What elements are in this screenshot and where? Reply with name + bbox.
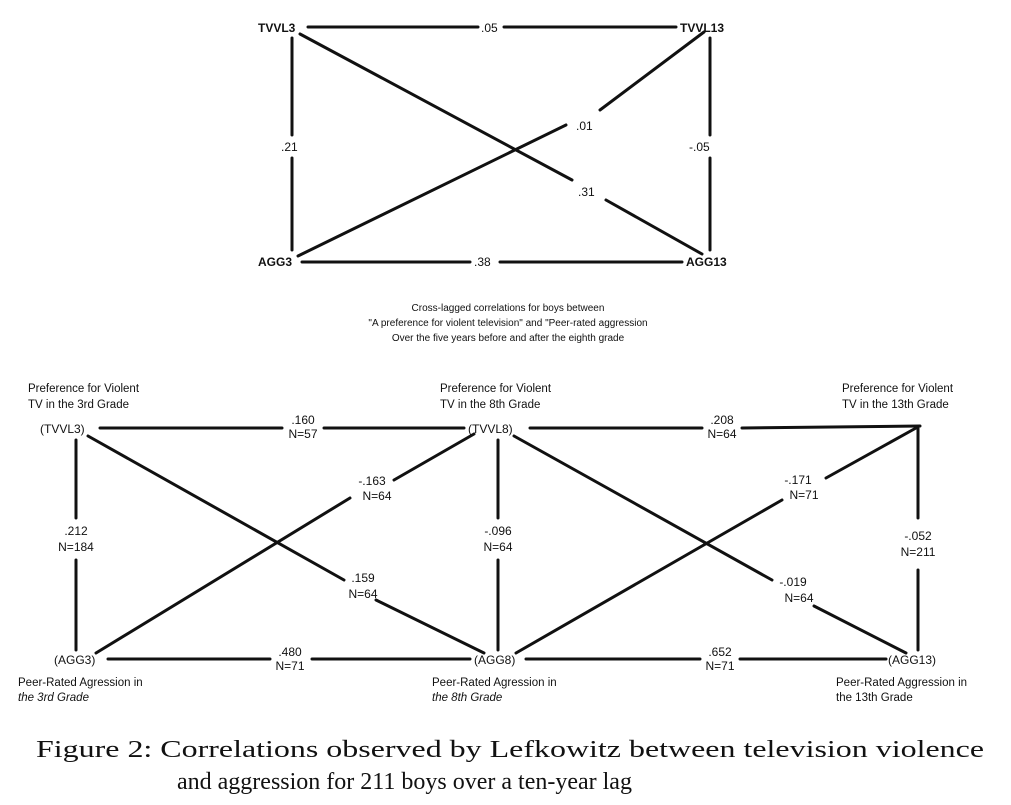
edge-agg8-tvvl13 [824, 426, 918, 480]
edge-r-value: -.163 [358, 474, 386, 488]
edge-n-value: N=64 [483, 540, 512, 554]
top-diagram-caption: Cross-lagged correlations for boys betwe… [368, 303, 647, 344]
edge-r-value: .160 [291, 413, 315, 427]
node-description: TV in the 13th Grade [842, 399, 949, 411]
node-code: (AGG8) [474, 653, 515, 667]
top-cross-lag-diagram [290, 25, 712, 264]
node-description: Preference for Violent [842, 383, 954, 395]
edge-n-value: N=64 [707, 427, 736, 441]
caption-line: "A preference for violent television" an… [368, 318, 647, 329]
node-code: (TVVL8) [468, 422, 513, 436]
node-description: TV in the 3rd Grade [28, 399, 129, 411]
coef-agg3-agg13: .38 [474, 255, 491, 269]
figure-caption: Figure 2: Correlations observed by Lefko… [36, 737, 984, 795]
edge-label-tvvl8-agg8: -.096 N=64 [483, 524, 512, 554]
node-description: the 13th Grade [836, 692, 913, 704]
edge-label-agg3-tvvl8: -.163 N=64 [358, 474, 392, 503]
node-description: Preference for Violent [28, 383, 140, 395]
edge-agg8-tvvl13 [514, 498, 784, 655]
edge-label-agg8-tvvl13: -.171 N=71 [784, 473, 819, 502]
edge-tvvl3-agg8 [374, 598, 486, 655]
edge-tvvl8-agg13 [512, 434, 774, 582]
edge-n-value: N=64 [348, 587, 377, 601]
coef-tvvl3-agg3: .21 [281, 140, 298, 154]
node-agg3: AGG3 [258, 255, 292, 269]
node-description: the 3rd Grade [18, 692, 89, 704]
edge-r-value: .159 [351, 571, 375, 585]
edge-n-value: N=211 [901, 545, 936, 559]
node-agg13: (AGG13) Peer-Rated Aggression in the 13t… [836, 653, 967, 704]
edge-n-value: N=71 [705, 659, 734, 673]
node-description: Preference for Violent [440, 383, 552, 395]
edge-agg3-tvvl13 [296, 123, 568, 258]
edge-r-value: .212 [64, 524, 88, 538]
coef-tvvl13-agg13: -.05 [689, 140, 710, 154]
edge-n-value: N=184 [58, 540, 94, 554]
edge-r-value: .208 [710, 413, 734, 427]
edge-label-tvvl13-agg13: -.052 N=211 [901, 529, 936, 559]
node-agg13: AGG13 [686, 255, 727, 269]
node-tvvl3: Preference for Violent TV in the 3rd Gra… [28, 383, 140, 436]
node-agg8: (AGG8) Peer-Rated Agression in the 8th G… [432, 653, 557, 704]
edge-n-value: N=64 [362, 489, 391, 503]
edge-tvvl3-agg8 [86, 434, 346, 582]
edge-tvvl3-agg13 [298, 32, 574, 182]
node-description: Peer-Rated Agression in [18, 677, 143, 689]
coef-tvvl3-agg13: .31 [578, 185, 595, 199]
edge-label-agg3-agg8: .480 N=71 [275, 645, 304, 673]
edge-tvvl3-agg13 [604, 198, 704, 256]
edge-r-value: -.019 [779, 575, 807, 589]
node-code: (AGG13) [888, 653, 936, 667]
node-tvvl8: Preference for Violent TV in the 8th Gra… [440, 383, 552, 436]
bottom-cross-lag-diagram [74, 424, 922, 661]
edge-label-tvvl3-agg8: .159 N=64 [348, 571, 377, 601]
node-code: (AGG3) [54, 653, 95, 667]
edge-r-value: .652 [708, 645, 732, 659]
node-tvvl3: TVVL3 [258, 21, 296, 35]
node-description: the 8th Grade [432, 692, 502, 704]
edge-label-agg8-agg13: .652 N=71 [705, 645, 734, 673]
edge-label-tvvl8-tvvl13: .208 N=64 [707, 413, 736, 441]
node-description: Peer-Rated Aggression in [836, 677, 967, 689]
caption-line: Cross-lagged correlations for boys betwe… [412, 303, 605, 314]
edge-r-value: .480 [278, 645, 302, 659]
edge-n-value: N=64 [784, 591, 813, 605]
node-description: Peer-Rated Agression in [432, 677, 557, 689]
edge-tvvl8-tvvl13 [740, 424, 922, 430]
node-code: (TVVL3) [40, 422, 85, 436]
node-description: TV in the 8th Grade [440, 399, 540, 411]
figure-caption-line-1: Figure 2: Correlations observed by Lefko… [36, 737, 984, 763]
node-agg3: (AGG3) Peer-Rated Agression in the 3rd G… [18, 653, 143, 704]
coef-tvvl3-tvvl13: .05 [481, 21, 498, 35]
coef-agg3-tvvl13: .01 [576, 119, 593, 133]
edge-n-value: N=57 [288, 427, 317, 441]
edge-r-value: -.171 [784, 473, 812, 487]
node-tvvl13: TVVL13 [680, 21, 724, 35]
caption-line: Over the five years before and after the… [392, 333, 625, 344]
edge-n-value: N=71 [275, 659, 304, 673]
edge-label-tvvl8-agg13: -.019 N=64 [779, 575, 814, 605]
edge-agg3-tvvl8 [392, 432, 476, 482]
edge-agg3-tvvl13 [598, 30, 706, 112]
node-tvvl13: Preference for Violent TV in the 13th Gr… [842, 383, 954, 411]
edge-tvvl8-agg13 [812, 604, 908, 655]
edge-label-tvvl3-agg3: .212 N=184 [58, 524, 94, 554]
edge-label-tvvl3-tvvl8: .160 N=57 [288, 413, 317, 441]
edge-r-value: -.096 [484, 524, 512, 538]
figure-caption-line-2: and aggression for 211 boys over a ten-y… [177, 769, 632, 795]
edge-agg3-tvvl8 [94, 496, 352, 655]
edge-n-value: N=71 [789, 488, 818, 502]
edge-r-value: -.052 [904, 529, 932, 543]
